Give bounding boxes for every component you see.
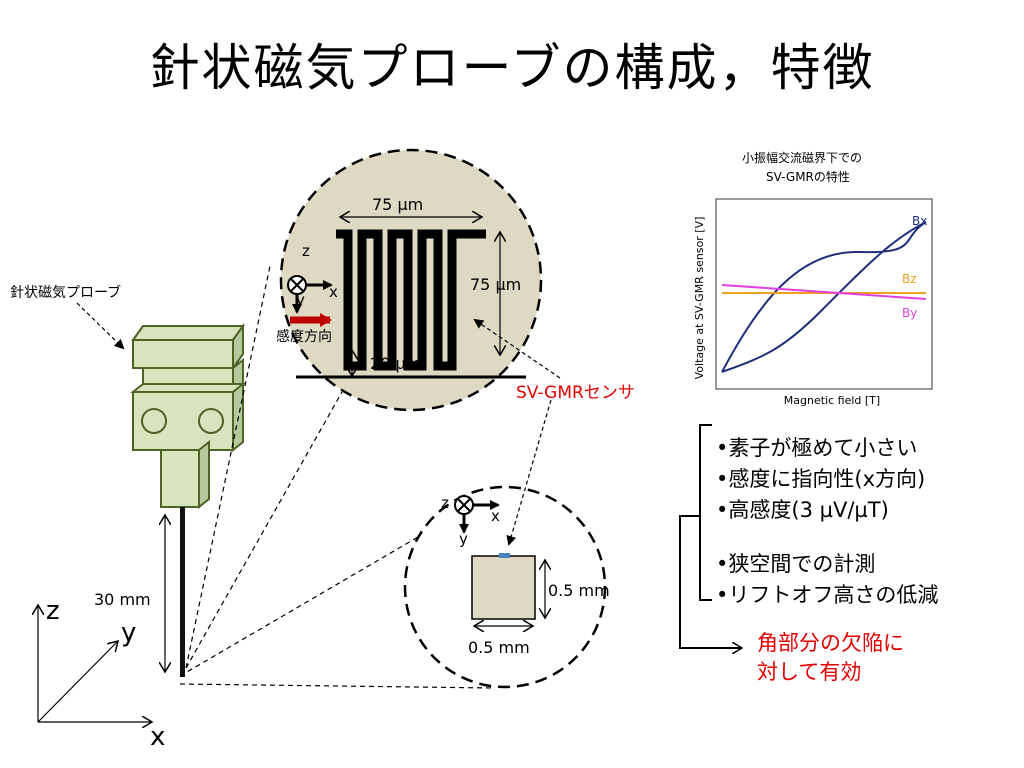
legend-bx: Bx [912,214,927,228]
feature-item: •素子が極めて小さい [716,436,918,460]
axes-3d [38,605,152,722]
needle [180,507,185,677]
feature-item: •感度に指向性(x方向) [716,467,926,491]
sensor-pitch-label: 20 µm [370,354,422,373]
gmr-chart: Bx Bz By Magnetic field [T] Voltage at S… [693,198,933,407]
sensor-leader-upper [473,318,561,379]
legend-by: By [902,306,917,320]
tip-height-label: 0.5 mm [548,581,610,600]
conclusion-line2: 対して有効 [757,660,862,684]
probe-illustration [130,322,246,510]
needle-length-label: 30 mm [94,590,151,609]
probe-hole-right [198,408,224,434]
tip-sensor-chip [499,553,510,558]
probe-stem-side [198,439,210,510]
legend-bz: Bz [902,272,917,286]
tip-axis-y: y [459,530,468,548]
gmr-meander [336,229,486,371]
slide-title: 針状磁気プローブの構成，特徴 [149,39,875,97]
chart-caption-line2: SV-GMRの特性 [766,170,850,184]
tip-width-label: 0.5 mm [468,638,530,657]
chart-ylabel: Voltage at SV-GMR sensor [V] [693,217,706,380]
feature-item: •高感度(3 µV/µT) [716,498,889,522]
series-by [721,284,927,300]
sv-gmr-sensor-label: SV-GMRセンサ [516,383,635,403]
sensor-axis-x: x [329,283,338,301]
probe-top-side [232,322,244,372]
probe-label-leader [76,302,125,350]
axis-y-line [37,641,118,723]
tip-axis-x: x [491,507,500,525]
sensor-zoom-circle [279,148,543,412]
sensor-height-label: 75 µm [470,275,522,294]
conclusion-line1: 角部分の欠陥に [757,631,904,655]
chart-caption-line1: 小振幅交流磁界下での [742,151,863,165]
tip-zoom-circle [403,485,607,689]
axis-y-label: y [121,618,137,648]
sensor-axis-z: z [302,242,310,260]
probe-label: 針状磁気プローブ [10,285,122,301]
feature-item: •狭空間での計測 [716,552,876,576]
tip-square [471,555,536,620]
chart-xlabel: Magnetic field [T] [784,394,880,407]
sensor-axis-y: y [296,291,305,309]
probe-top-front [132,339,234,369]
tip-axis-z: z [441,494,449,512]
sensitivity-direction-label: 感度方向 [276,329,332,345]
zoom-projection-lines [179,265,495,689]
probe-top-top [131,325,245,341]
feature-item: •リフトオフ高さの低減 [716,583,939,607]
axis-x-label: x [150,722,166,752]
probe-stem-front [160,449,200,508]
axis-z-label: z [46,596,60,626]
sensor-width-label: 75 µm [372,195,424,214]
series-bx [721,221,927,373]
probe-hole-left [141,408,167,434]
features-bracket [679,424,742,648]
sensor-leader-lower [506,399,552,546]
probe-block-top [130,383,246,393]
